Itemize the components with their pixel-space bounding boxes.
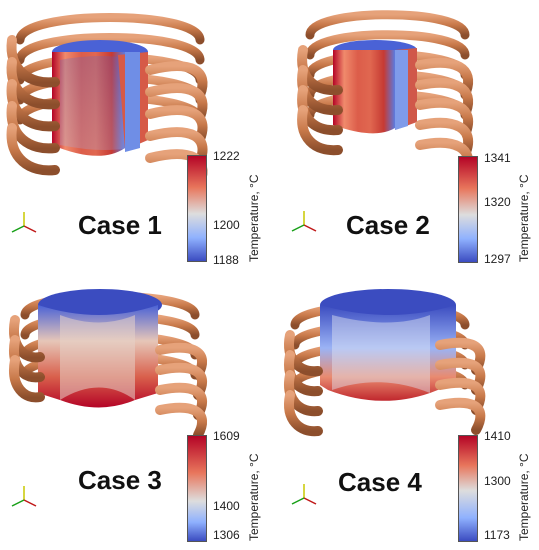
colorbar-mid: 1400 <box>213 499 240 513</box>
colorbar-max: 1410 <box>484 429 511 443</box>
temperature-colorbar <box>187 155 207 262</box>
colorbar-max: 1609 <box>213 429 240 443</box>
panel-case-4: Case 4 1410 1300 1173 Temperature, °C <box>270 275 539 550</box>
colorbar-max: 1341 <box>484 151 511 165</box>
temperature-colorbar <box>458 435 478 542</box>
colorbar-title: Temperature, °C <box>517 453 531 542</box>
axis-triad-icon <box>291 211 317 232</box>
case-label: Case 4 <box>338 467 422 497</box>
case-label: Case 2 <box>346 210 430 240</box>
crucible-coil-render <box>284 289 486 437</box>
colorbar-title: Temperature, °C <box>247 174 261 263</box>
case-label: Case 3 <box>78 465 162 495</box>
colorbar-title: Temperature, °C <box>247 453 261 542</box>
temperature-colorbar <box>187 435 207 542</box>
colorbar-max: 1222 <box>213 149 240 163</box>
case-label: Case 1 <box>78 210 162 240</box>
axis-triad-icon <box>11 486 37 507</box>
panel-case-3: Case 3 1609 1400 1306 Temperature, °C <box>0 275 269 550</box>
colorbar-mid: 1300 <box>484 474 511 488</box>
colorbar-min: 1173 <box>484 528 510 542</box>
panel-case-2: Case 2 1341 1320 1297 Temperature, °C <box>270 0 539 275</box>
panel-case-1: Case 1 1222 1200 1188 Temperature, °C <box>0 0 269 275</box>
axis-triad-icon <box>291 484 317 505</box>
colorbar-title: Temperature, °C <box>517 174 531 263</box>
colorbar-min: 1297 <box>484 252 511 266</box>
colorbar-min: 1306 <box>213 528 240 542</box>
colorbar-mid: 1320 <box>484 195 511 209</box>
axis-triad-icon <box>11 212 37 233</box>
colorbar-mid: 1200 <box>213 218 240 232</box>
colorbar-min: 1188 <box>213 253 239 267</box>
crucible-coil-render <box>9 289 208 440</box>
temperature-colorbar <box>458 156 478 263</box>
